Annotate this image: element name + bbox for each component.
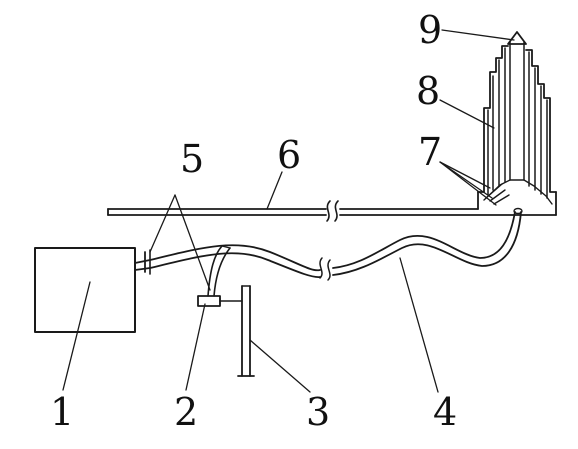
- label-4: 4: [433, 390, 457, 434]
- leader-lines: [62, 29, 515, 393]
- component-3-stand: [237, 285, 255, 377]
- component-2-valve: [197, 295, 243, 307]
- component-6-rod: [107, 208, 557, 216]
- hose-break-mark: [319, 257, 331, 281]
- component-5-connector: [144, 249, 151, 275]
- label-3: 3: [306, 390, 330, 434]
- component-4-hose: [134, 207, 523, 278]
- label-6: 6: [277, 133, 301, 177]
- label-8: 8: [416, 69, 440, 113]
- component-9-tip: [507, 31, 527, 45]
- tee-branch: [207, 245, 231, 297]
- component-1-box: [34, 247, 136, 333]
- label-7: 7: [418, 130, 442, 174]
- rod-break-mark: [326, 200, 339, 222]
- label-9: 9: [418, 8, 442, 52]
- label-2: 2: [174, 390, 198, 434]
- label-5: 5: [180, 137, 204, 181]
- component-8-stepped-tower: [477, 41, 557, 216]
- label-1: 1: [50, 390, 74, 434]
